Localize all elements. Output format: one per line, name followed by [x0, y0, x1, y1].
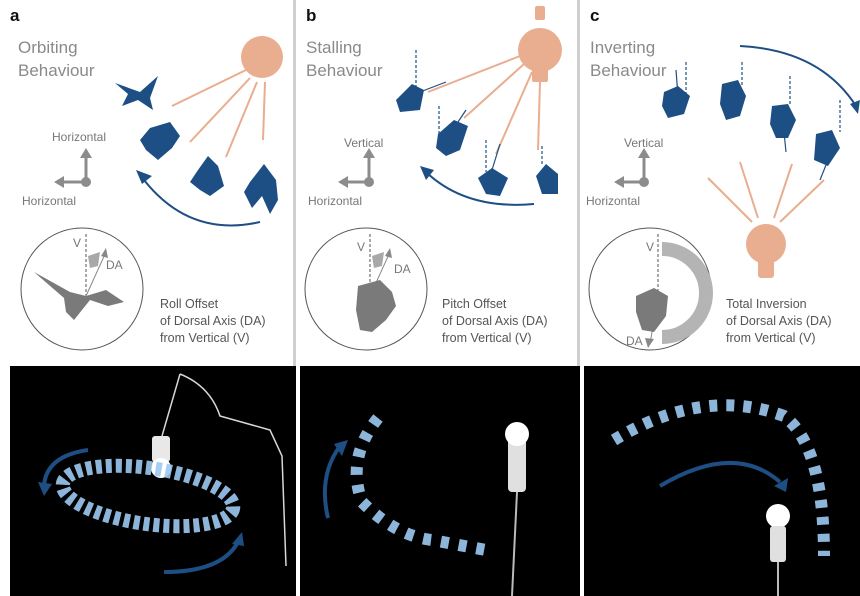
invert-arrow	[739, 45, 857, 107]
axis-label-up: Vertical	[624, 136, 664, 150]
moth-icon	[115, 76, 158, 110]
lamp-bulb	[770, 526, 786, 562]
invert-diagram	[588, 45, 860, 351]
panel-a: a Orbiting Behaviour	[0, 0, 296, 596]
moth-icon	[190, 156, 224, 196]
axes-icon	[338, 148, 375, 188]
axis-label-up: Vertical	[344, 136, 384, 150]
panel-caption: Total Inversion of Dorsal Axis (DA) from…	[726, 297, 832, 345]
vertical-reference-lines	[685, 62, 841, 132]
lamp-cord	[161, 373, 181, 437]
inset-v-label: V	[357, 240, 366, 254]
arrowhead-icon	[850, 100, 860, 114]
panel-caption: Pitch Offset of Dorsal Axis (DA) from Ve…	[442, 297, 548, 345]
moth-icon	[662, 86, 690, 118]
photo-arrow	[322, 444, 342, 519]
axis-label-left: Horizontal	[586, 194, 641, 208]
lamp-glow	[505, 422, 529, 446]
panel-title: Orbiting Behaviour	[18, 38, 95, 80]
panel-b: b Stalling Behaviour	[296, 0, 580, 596]
inset-da-label: DA	[106, 258, 123, 272]
photo-content	[322, 414, 529, 596]
lamp-stand	[511, 491, 518, 596]
lamp-glow	[766, 504, 790, 528]
arrowhead-icon	[774, 478, 788, 492]
angle-wedge	[88, 252, 100, 268]
moth-icon	[436, 120, 468, 156]
light-rays	[427, 55, 541, 155]
inset-circle	[20, 227, 144, 351]
moth-group	[662, 80, 840, 166]
moth-icon	[478, 168, 508, 196]
arrowhead-icon	[38, 482, 52, 496]
panel-letter: b	[306, 6, 317, 25]
photo-arrow	[658, 461, 782, 488]
moth-group	[115, 76, 278, 214]
lamp-bulb	[508, 430, 526, 492]
orbit-photo	[10, 366, 296, 596]
panel-divider	[577, 0, 580, 366]
photo-content	[38, 373, 287, 574]
light-source	[241, 36, 283, 78]
panel-caption: Roll Offset of Dorsal Axis (DA) from Ver…	[160, 297, 266, 345]
moth-icon	[244, 164, 278, 214]
panel-letter: a	[10, 6, 20, 25]
stall-trail	[350, 414, 488, 556]
orbit-diagram	[20, 36, 283, 351]
axis-label-up: Horizontal	[52, 130, 107, 144]
axis-label-left: Horizontal	[308, 194, 363, 208]
moth-icon	[140, 122, 180, 160]
arrowhead-icon	[645, 338, 654, 348]
photo-arrow-right	[163, 540, 240, 574]
arrowhead-icon	[101, 248, 108, 258]
angle-wedge	[372, 252, 384, 268]
lamp-wire	[179, 373, 287, 567]
panel-title: Inverting Behaviour	[590, 38, 667, 80]
light-rays	[707, 161, 825, 223]
light-rays	[171, 69, 266, 158]
stall-diagram	[304, 6, 562, 351]
dorsal-arrows	[419, 81, 501, 171]
inset-v-label: V	[73, 236, 82, 250]
panel-title: Stalling Behaviour	[306, 38, 383, 80]
lamp-bulb	[152, 436, 170, 462]
light-source	[746, 224, 786, 278]
inset-v-label: V	[646, 240, 655, 254]
panel-divider	[293, 0, 296, 366]
invert-photo	[584, 366, 860, 596]
panel-letter: c	[590, 6, 600, 25]
dorsal-axis-arrow	[85, 251, 107, 297]
arrowhead-icon	[420, 166, 434, 180]
axis-label-left: Horizontal	[22, 194, 77, 208]
inversion-arc	[661, 242, 713, 344]
moth-icon	[536, 164, 558, 194]
moth-group	[396, 84, 558, 196]
inset-da-label: DA	[626, 334, 643, 348]
dorsal-arrows	[675, 69, 829, 181]
arrowhead-icon	[334, 440, 348, 456]
inset-da-label: DA	[394, 262, 411, 276]
stall-photo	[300, 366, 580, 596]
moth-silhouette	[34, 272, 124, 320]
moth-icon	[770, 104, 796, 138]
panel-c: c Inverting Behaviour	[580, 0, 860, 596]
vertical-reference-lines	[415, 50, 543, 172]
axes-icon	[54, 148, 92, 188]
photo-arrow-left	[42, 448, 89, 487]
arrowhead-icon	[232, 532, 244, 546]
orbit-arrow	[143, 179, 261, 227]
moth-icon	[814, 130, 840, 166]
moth-silhouette	[356, 280, 396, 332]
stall-arrow	[425, 171, 535, 206]
arrowhead-icon	[385, 248, 392, 258]
orbit-trail	[55, 458, 241, 534]
moth-silhouette	[636, 288, 668, 332]
photo-content	[610, 399, 830, 596]
light-source	[518, 6, 562, 82]
invert-trail	[610, 399, 830, 557]
moth-icon	[396, 84, 424, 112]
axes-icon	[614, 148, 650, 188]
arrowhead-icon	[136, 170, 152, 184]
moth-icon	[720, 80, 746, 120]
